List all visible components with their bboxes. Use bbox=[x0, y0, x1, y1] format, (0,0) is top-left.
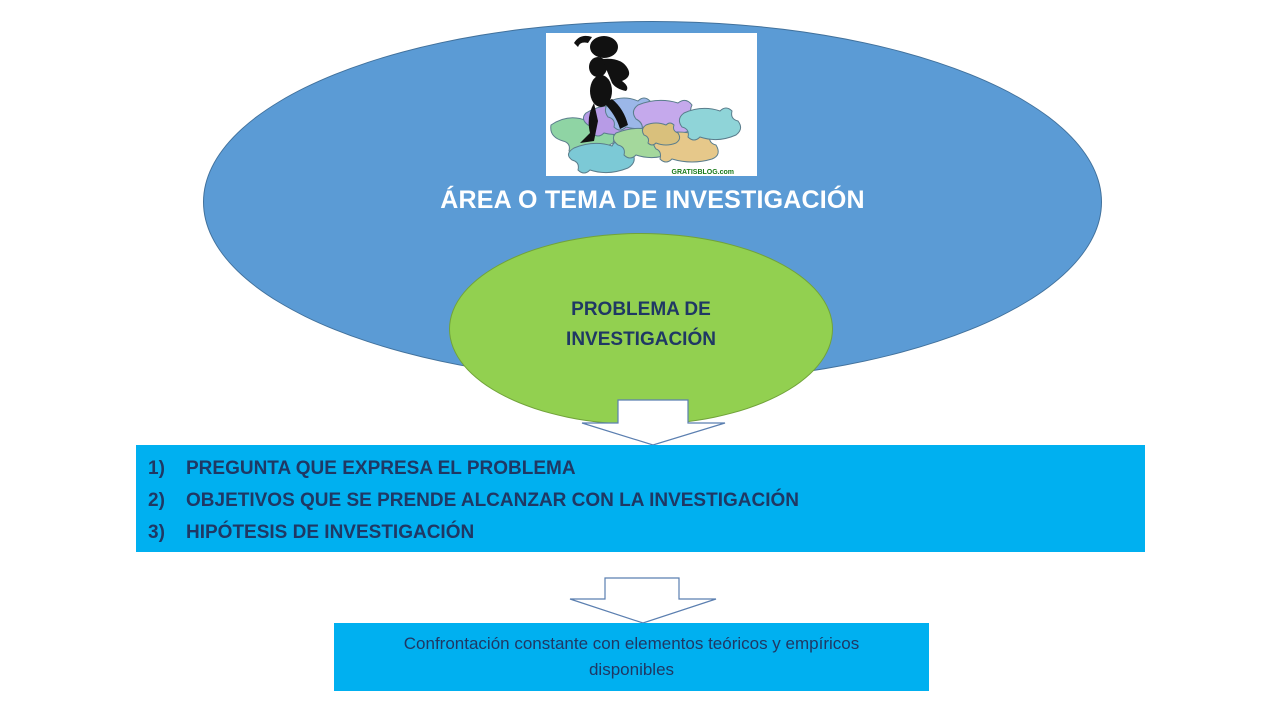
list-number: 1) bbox=[148, 458, 165, 479]
list-number: 2) bbox=[148, 490, 165, 511]
problem-ellipse: PROBLEMA DE INVESTIGACIÓN bbox=[449, 233, 833, 425]
puzzle-pieces bbox=[550, 97, 742, 174]
research-components-box: 1) PREGUNTA QUE EXPRESA EL PROBLEMA 2) O… bbox=[136, 445, 1145, 552]
list-number: 3) bbox=[148, 522, 165, 543]
list-item: 2) OBJETIVOS QUE SE PRENDE ALCANZAR CON … bbox=[148, 485, 1145, 517]
list-item: 3) HIPÓTESIS DE INVESTIGACIÓN bbox=[148, 517, 1145, 549]
puzzle-thinker-image: GRATISBLOG.com bbox=[546, 33, 757, 176]
list-item: 1) PREGUNTA QUE EXPRESA EL PROBLEMA bbox=[148, 453, 1145, 485]
problem-title-line2: INVESTIGACIÓN bbox=[566, 329, 716, 350]
list-text: HIPÓTESIS DE INVESTIGACIÓN bbox=[186, 522, 475, 543]
confrontation-box: Confrontación constante con elementos te… bbox=[334, 623, 929, 691]
confrontation-text: Confrontación constante con elementos te… bbox=[403, 634, 860, 679]
topic-title: ÁREA O TEMA DE INVESTIGACIÓN bbox=[440, 186, 865, 214]
down-arrow-1 bbox=[581, 399, 726, 446]
down-arrow-2 bbox=[569, 577, 717, 624]
thinker-figure-icon bbox=[574, 35, 630, 143]
list-text: OBJETIVOS QUE SE PRENDE ALCANZAR CON LA … bbox=[186, 490, 799, 511]
list-text: PREGUNTA QUE EXPRESA EL PROBLEMA bbox=[186, 458, 576, 479]
watermark-text: GRATISBLOG.com bbox=[672, 169, 734, 176]
problem-title-line1: PROBLEMA DE bbox=[571, 299, 711, 320]
